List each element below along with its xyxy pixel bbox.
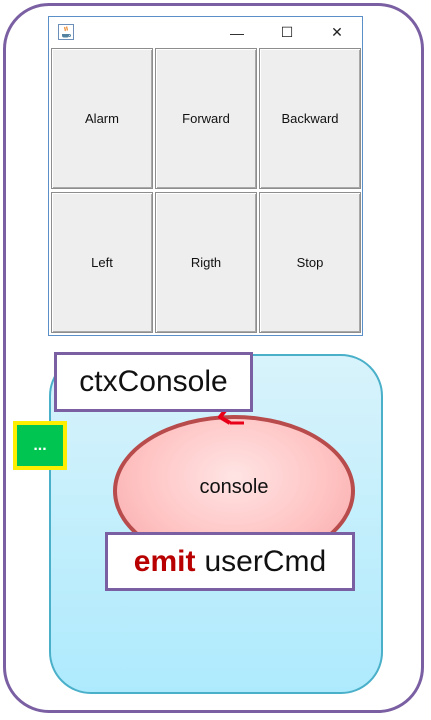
java-cup-icon [58, 24, 74, 40]
maximize-button[interactable]: ☐ [280, 24, 294, 40]
more-badge-label: ... [17, 425, 63, 466]
minimize-button[interactable]: — [230, 24, 244, 41]
stop-button[interactable]: Stop [259, 192, 361, 333]
context-name-label: ctxConsole [54, 352, 253, 412]
window-titlebar: — ☐ ✕ [49, 17, 362, 48]
emit-event-name: userCmd [204, 544, 327, 578]
close-button[interactable]: ✕ [331, 24, 343, 40]
forward-button[interactable]: Forward [155, 48, 257, 189]
right-button[interactable]: Rigth [155, 192, 257, 333]
button-grid: Alarm Forward Backward Left Rigth Stop [51, 48, 361, 334]
alarm-button[interactable]: Alarm [51, 48, 153, 189]
java-swing-window: — ☐ ✕ Alarm Forward Backward Left Rigth … [48, 16, 363, 336]
backward-button[interactable]: Backward [259, 48, 361, 189]
emit-label: emit userCmd [105, 532, 355, 591]
console-actor-label: console [199, 476, 269, 498]
emit-keyword: emit [133, 544, 196, 578]
left-button[interactable]: Left [51, 192, 153, 333]
more-badge: ... [13, 421, 67, 470]
